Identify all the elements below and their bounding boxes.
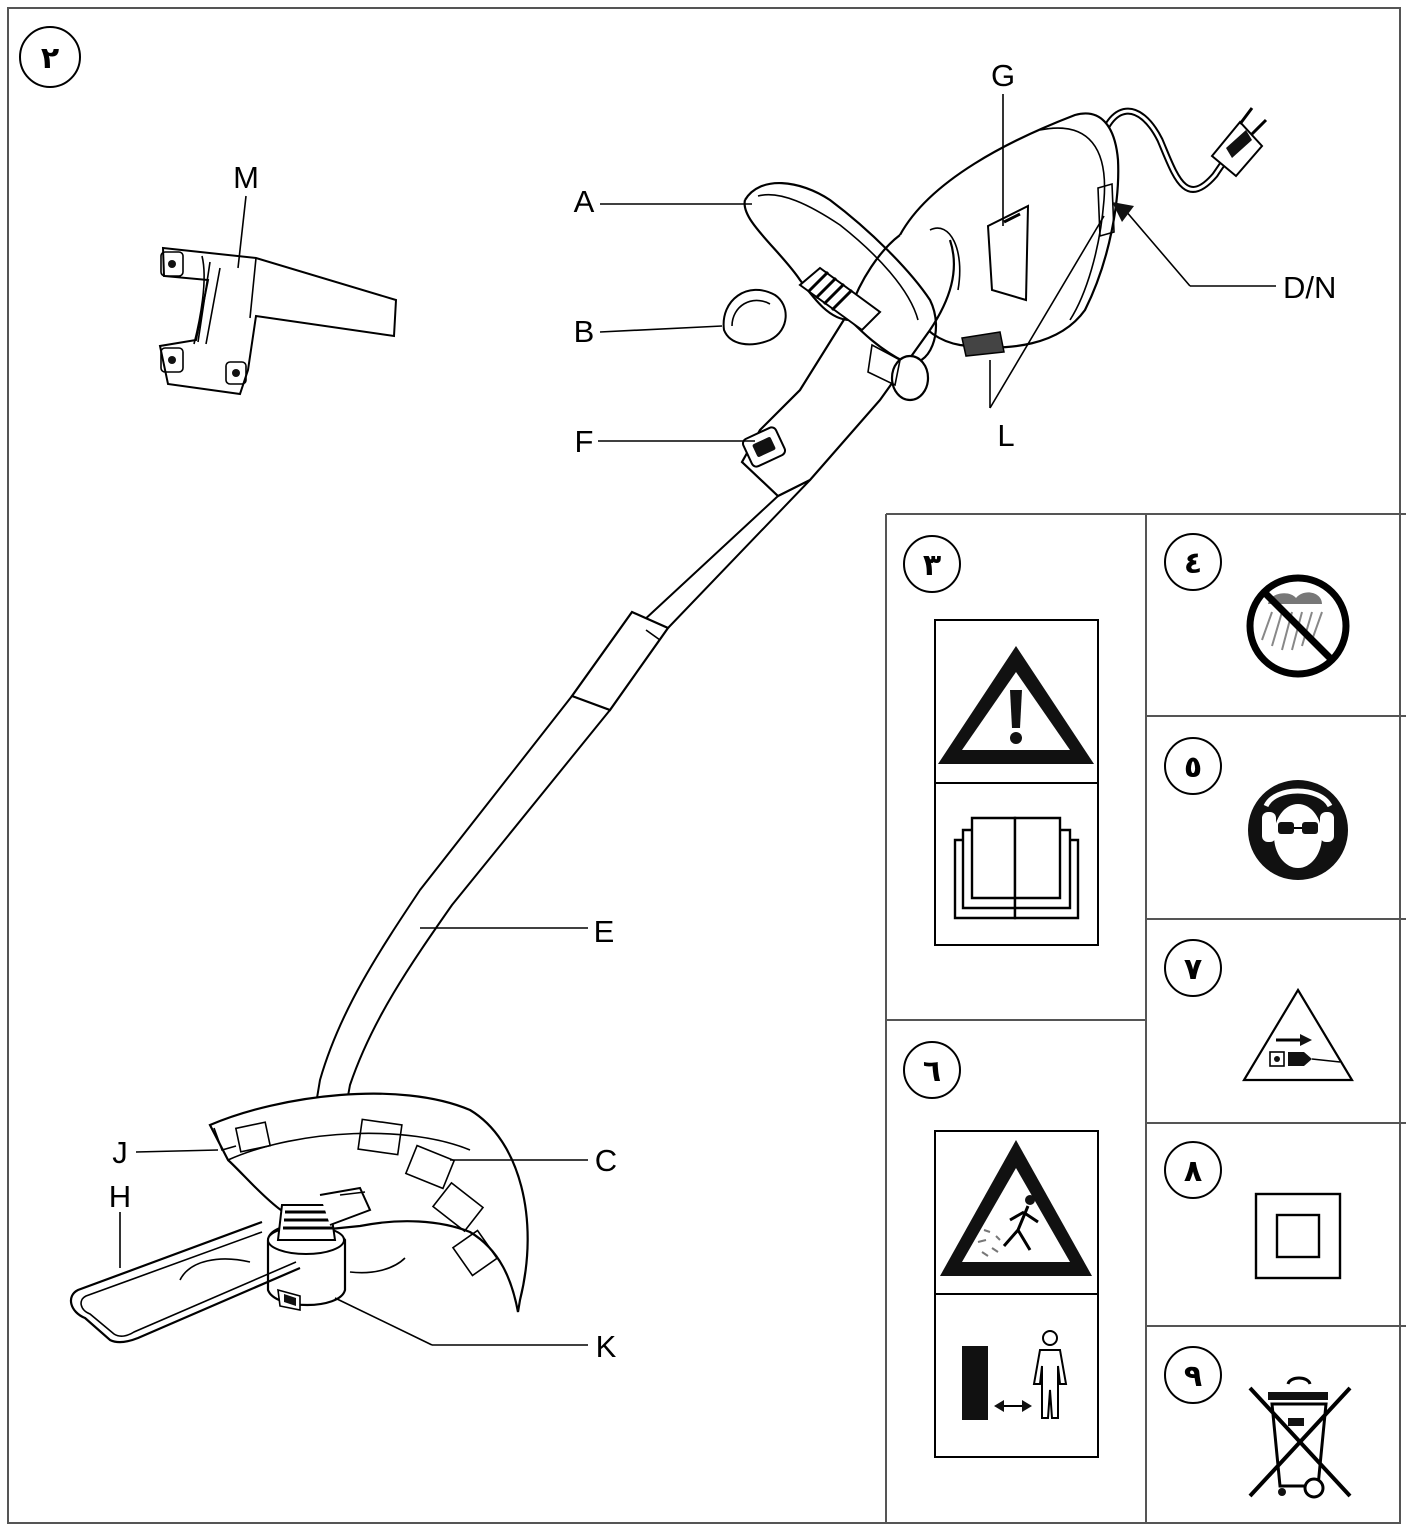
symbol-7-number: ٧ bbox=[1184, 952, 1202, 987]
symbol-cell-9: ٩ bbox=[1164, 1346, 1352, 1499]
symbol-6-number: ٦ bbox=[923, 1054, 941, 1089]
symbol-5-number: ٥ bbox=[1184, 750, 1202, 785]
symbol-8-number: ٨ bbox=[1184, 1154, 1202, 1189]
label-dn: D/N bbox=[1283, 270, 1336, 305]
keep-distance-icon bbox=[962, 1330, 1068, 1420]
double-insulation-icon bbox=[1254, 1192, 1342, 1280]
symbol-9-number: ٩ bbox=[1184, 1359, 1202, 1394]
label-c: C bbox=[595, 1143, 617, 1178]
weee-bin-icon bbox=[1248, 1376, 1352, 1499]
label-a: A bbox=[574, 184, 595, 219]
label-f: F bbox=[575, 424, 594, 459]
label-m: M bbox=[233, 160, 259, 195]
no-rain-icon bbox=[1246, 574, 1350, 678]
eye-ear-protection-icon bbox=[1248, 780, 1348, 880]
symbol-4-number: ٤ bbox=[1184, 546, 1202, 581]
symbol-cell-6: ٦ bbox=[903, 1041, 1099, 1458]
figure-badge-text: ٢ bbox=[41, 41, 59, 76]
label-e: E bbox=[594, 914, 615, 949]
flying-debris-icon bbox=[940, 1140, 1092, 1276]
label-b: B bbox=[574, 314, 595, 349]
symbol-cell-4: ٤ bbox=[1164, 533, 1350, 678]
auxiliary-handle-illustration bbox=[158, 246, 398, 396]
label-j: J bbox=[112, 1135, 128, 1170]
symbols-table bbox=[885, 513, 1406, 1523]
label-g: G bbox=[991, 58, 1015, 93]
trimmer-illustration bbox=[69, 107, 1268, 1344]
label-h: H bbox=[109, 1179, 131, 1214]
symbol-cell-7: ٧ bbox=[1164, 939, 1354, 1082]
outer-frame bbox=[7, 7, 1401, 1524]
unplug-warning-icon bbox=[1242, 987, 1354, 1082]
symbol-3-number: ٣ bbox=[923, 548, 941, 583]
label-k: K bbox=[596, 1329, 617, 1364]
symbol-cell-5: ٥ bbox=[1164, 737, 1348, 880]
symbol-cell-3: ٣ bbox=[903, 535, 1099, 946]
symbol-cell-8: ٨ bbox=[1164, 1141, 1342, 1280]
label-l: L bbox=[997, 418, 1014, 453]
part-labels: M A B F G D/N L E J H C K bbox=[109, 58, 1337, 1364]
figure-badge: ٢ bbox=[19, 26, 81, 88]
manual-book-icon bbox=[953, 816, 1080, 920]
